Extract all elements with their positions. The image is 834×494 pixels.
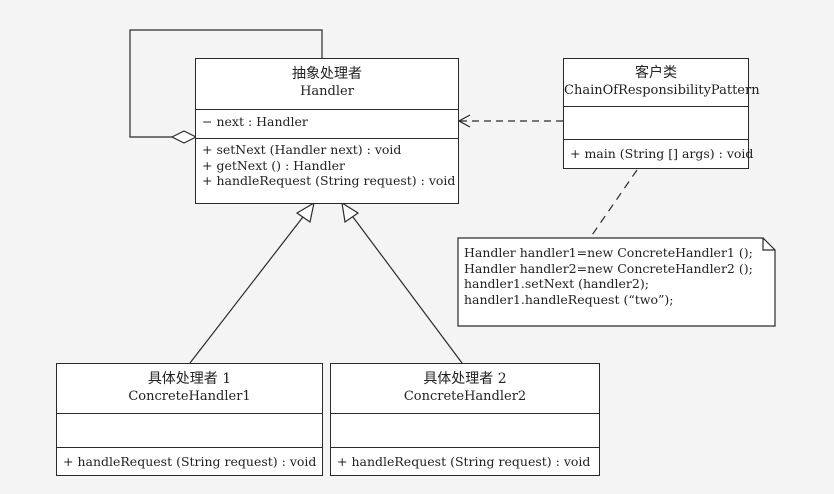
note-dog-ear (762, 238, 775, 251)
note-line: handler1.setNext (handler2); (464, 276, 649, 291)
handler-class-name: Handler (300, 84, 354, 99)
note-anchor-line (589, 169, 638, 239)
concrete-handler2-name: ConcreteHandler2 (403, 389, 527, 404)
concrete-handler2-operations: + handleRequest (String request) : void (331, 448, 599, 473)
concrete-handler2-attributes (331, 414, 599, 448)
handler-class-header: 抽象处理者 Handler (196, 59, 458, 110)
handler-operation: + getNext () : Handler (202, 157, 345, 173)
client-attributes (564, 107, 748, 140)
aggregation-diamond (170, 130, 198, 144)
handler-attributes: − next : Handler (196, 110, 458, 139)
handler-stereotype: 抽象处理者 (292, 66, 362, 82)
dependency-arrowhead (457, 114, 471, 128)
concrete-handler1-attributes (57, 414, 322, 448)
concrete-handler1-name: ConcreteHandler1 (128, 389, 251, 404)
self-aggregation-line-top (195, 29, 323, 58)
generalization-line-2 (349, 212, 463, 364)
concrete-handler1-operation: + handleRequest (String request) : void (63, 454, 317, 469)
note-line: handler1.handleRequest (“two”); (464, 291, 674, 307)
generalization-line-1 (189, 212, 307, 364)
concrete-handler2-operation: + handleRequest (String request) : void (337, 454, 591, 469)
note-line: Handler handler2=new ConcreteHandler2 ()… (464, 260, 753, 276)
generalization-triangle-2 (341, 201, 360, 224)
handler-class[interactable]: 抽象处理者 Handler − next : Handler + setNext… (195, 58, 459, 204)
concrete-handler2-stereotype: 具体处理者 2 (423, 371, 507, 387)
client-operation: + main (String [] args) : void (570, 146, 754, 161)
note-shape (457, 237, 776, 327)
concrete-handler1-class[interactable]: 具体处理者 1 ConcreteHandler1 + handleRequest… (56, 363, 323, 476)
handler-operations: + setNext (Handler next) : void + getNex… (196, 139, 458, 192)
handler-attribute: − next : Handler (202, 114, 308, 129)
note-line: Handler handler1=new ConcreteHandler1 ()… (464, 245, 753, 260)
concrete-handler1-header: 具体处理者 1 ConcreteHandler1 (57, 364, 322, 414)
client-stereotype: 客户类 (635, 65, 677, 81)
concrete-handler2-class[interactable]: 具体处理者 2 ConcreteHandler2 + handleRequest… (330, 363, 600, 476)
client-class[interactable]: 客户类 ChainOfResponsibilityPattern + main … (563, 58, 760, 169)
client-class-header: 客户类 ChainOfResponsibilityPattern (564, 59, 760, 107)
code-note: Handler handler1=new ConcreteHandler1 ()… (458, 238, 775, 326)
client-operations: + main (String [] args) : void (564, 140, 754, 165)
concrete-handler1-operations: + handleRequest (String request) : void (57, 448, 322, 473)
handler-operation: + setNext (Handler next) : void (202, 142, 402, 157)
handler-operation: + handleRequest (String request) : void (202, 173, 456, 188)
concrete-handler1-stereotype: 具体处理者 1 (147, 371, 232, 387)
concrete-handler2-header: 具体处理者 2 ConcreteHandler2 (331, 364, 599, 414)
generalization-triangle-1 (295, 201, 315, 224)
client-class-name: ChainOfResponsibilityPattern (564, 83, 760, 98)
self-aggregation-line (129, 29, 195, 138)
